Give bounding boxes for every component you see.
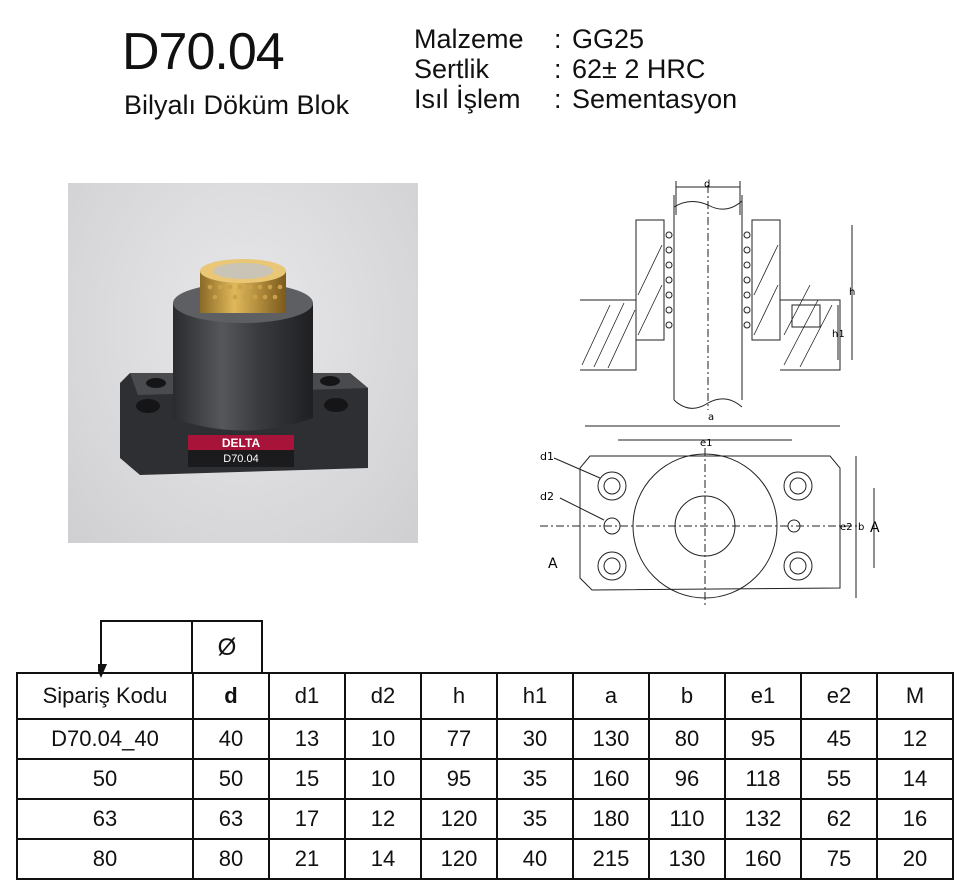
cell: 110	[648, 798, 726, 840]
cell: 132	[724, 798, 802, 840]
spec-label: Malzeme	[414, 24, 524, 54]
dim-d-label: d	[704, 179, 710, 190]
cell: 77	[420, 718, 498, 760]
cell: 80	[192, 838, 270, 880]
product-code-title: D70.04	[122, 23, 285, 81]
spec-value: 62± 2 HRC	[572, 54, 706, 84]
spec-material: Malzeme : GG25	[414, 24, 737, 54]
spec-list: Malzeme : GG25 Sertlik : 62± 2 HRC Isıl …	[414, 24, 737, 114]
cell: 55	[800, 758, 878, 800]
header-e2: e2	[800, 672, 878, 720]
cell: 13	[268, 718, 346, 760]
plan-drawing: a e1 d1 d2 A e2 b A	[530, 408, 890, 613]
dimension-table: Sipariş Kodu d d1 d2 h h1 a b e1 e2 M D7…	[16, 672, 954, 880]
cell: 75	[800, 838, 878, 880]
cell: 20	[876, 838, 954, 880]
cell: 14	[344, 838, 422, 880]
plan-view-svg: a e1 d1 d2 A e2 b A	[540, 412, 880, 606]
cell: 12	[344, 798, 422, 840]
cell: 118	[724, 758, 802, 800]
cell-order-code: 80	[16, 838, 194, 880]
diameter-symbol-cell: Ø	[191, 620, 263, 672]
spec-colon: :	[554, 54, 562, 84]
section-a-right-label: A	[870, 520, 880, 536]
header-a: a	[572, 672, 650, 720]
cell: 215	[572, 838, 650, 880]
dim-b-label: b	[858, 522, 864, 533]
cell: 180	[572, 798, 650, 840]
spec-label: Sertlik	[414, 54, 490, 84]
section-drawing: d h h1	[570, 175, 860, 420]
cell: 50	[192, 758, 270, 800]
dim-e2-label: e2	[840, 522, 853, 533]
spec-value: Sementasyon	[572, 84, 738, 114]
cell: 63	[192, 798, 270, 840]
cell-order-code: 50	[16, 758, 194, 800]
cell: 96	[648, 758, 726, 800]
table-row: 50 50 15 10 95 35 160 96 118 55 14	[16, 758, 954, 800]
spec-colon: :	[554, 84, 562, 114]
table-row: D70.04_40 40 13 10 77 30 130 80 95 45 12	[16, 718, 954, 760]
header-b: b	[648, 672, 726, 720]
cell: 80	[648, 718, 726, 760]
cell: 35	[496, 798, 574, 840]
dim-d1-label: d1	[540, 450, 554, 463]
cell: 16	[876, 798, 954, 840]
header-h1: h1	[496, 672, 574, 720]
spec-label: Isıl İşlem	[414, 84, 521, 114]
header-d2: d2	[344, 672, 422, 720]
cell-order-code: 63	[16, 798, 194, 840]
cell: 95	[420, 758, 498, 800]
dim-e1-label: e1	[700, 438, 713, 449]
header-d: d	[192, 672, 270, 720]
cell: 130	[572, 718, 650, 760]
cell: 10	[344, 758, 422, 800]
cell: 160	[572, 758, 650, 800]
product-subtitle: Bilyalı Döküm Blok	[124, 90, 350, 120]
header-order-code: Sipariş Kodu	[16, 672, 194, 720]
dim-h1-label: h1	[832, 329, 845, 340]
cell: 120	[420, 838, 498, 880]
spec-hardness: Sertlik : 62± 2 HRC	[414, 54, 737, 84]
header-e1: e1	[724, 672, 802, 720]
cell: 15	[268, 758, 346, 800]
cell: 40	[192, 718, 270, 760]
photo-code-label: D70.04	[223, 453, 258, 465]
cell-order-code: D70.04_40	[16, 718, 194, 760]
section-a-left-label: A	[548, 556, 558, 572]
spec-value: GG25	[572, 24, 645, 54]
cast-block-image: DELTA D70.04	[120, 259, 368, 475]
cell: 10	[344, 718, 422, 760]
cell: 95	[724, 718, 802, 760]
cell: 35	[496, 758, 574, 800]
cell: 120	[420, 798, 498, 840]
cell: 40	[496, 838, 574, 880]
cell: 30	[496, 718, 574, 760]
header-d1: d1	[268, 672, 346, 720]
cell: 21	[268, 838, 346, 880]
cell: 17	[268, 798, 346, 840]
header-m: M	[876, 672, 954, 720]
photo-brand-label: DELTA	[222, 436, 261, 450]
cell: 62	[800, 798, 878, 840]
spec-heat-treatment: Isıl İşlem : Sementasyon	[414, 84, 737, 114]
spec-colon: :	[554, 24, 562, 54]
cell: 160	[724, 838, 802, 880]
header-h: h	[420, 672, 498, 720]
table-row: 63 63 17 12 120 35 180 110 132 62 16	[16, 798, 954, 840]
dim-d2-label: d2	[540, 490, 554, 503]
order-code-arrow-icon	[98, 620, 191, 678]
table-header-row: Sipariş Kodu d d1 d2 h h1 a b e1 e2 M	[16, 672, 954, 720]
dim-h-label: h	[849, 287, 855, 298]
cell: 14	[876, 758, 954, 800]
cell: 45	[800, 718, 878, 760]
table-row: 80 80 21 14 120 40 215 130 160 75 20	[16, 838, 954, 880]
section-view-svg: d h h1	[580, 179, 855, 410]
cell: 12	[876, 718, 954, 760]
product-photo: DELTA D70.04	[68, 183, 418, 543]
dim-a-label: a	[708, 412, 714, 423]
cell: 130	[648, 838, 726, 880]
